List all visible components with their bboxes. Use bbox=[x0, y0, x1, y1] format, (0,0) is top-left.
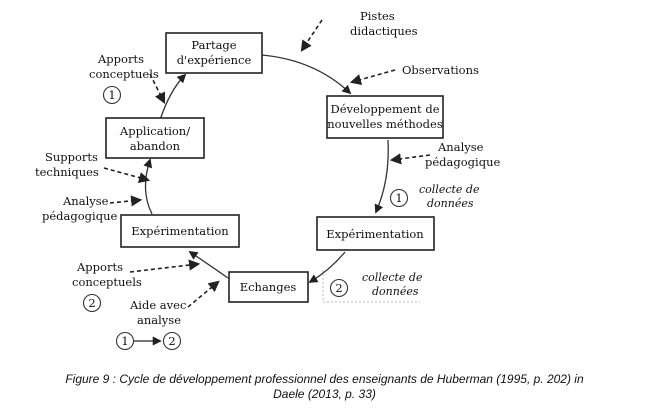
annotation-apports-bottom-line1: Apports bbox=[76, 260, 123, 274]
annotation-aide: Aide avec analyse bbox=[129, 280, 220, 327]
badge-bottom-left-circle bbox=[82, 293, 102, 313]
node-experimentation-left-label: Expérimentation bbox=[131, 224, 229, 238]
annotation-apports-top-line2: conceptuels bbox=[89, 67, 159, 81]
annotation-collecte-2: 2 collecte de données bbox=[322, 270, 423, 303]
annotation-supports-line1: Supports bbox=[45, 150, 98, 164]
annotation-pistes: Pistes didactiques bbox=[300, 9, 418, 52]
legend-from-label: 1 bbox=[121, 334, 128, 348]
figure-caption-line1: Figure 9 : Cycle de développement profes… bbox=[65, 372, 584, 386]
node-experimentation-right-label: Expérimentation bbox=[326, 227, 424, 241]
annotation-collecte-2-line1: collecte de bbox=[362, 271, 423, 284]
node-partage: Partage d'expérience bbox=[165, 32, 263, 74]
arc-partage-to-developpement bbox=[261, 54, 352, 95]
badge-right-circle bbox=[389, 188, 409, 208]
arc-developpement-to-experimentation bbox=[374, 139, 389, 214]
annotation-collecte-2-line2: données bbox=[372, 285, 419, 298]
arrow-analyse-right bbox=[389, 153, 431, 165]
annotation-observations: Observations bbox=[349, 63, 479, 85]
badge-collecte-2-label: 2 bbox=[335, 281, 342, 295]
cycle-arcs bbox=[143, 54, 389, 283]
annotation-aide-line1: Aide avec bbox=[129, 298, 186, 312]
annotation-apports-top-line1: Apports bbox=[97, 52, 144, 66]
legend-sequence: 1 2 bbox=[115, 331, 182, 351]
annotation-analyse-left-line2: pédagogique bbox=[42, 209, 117, 223]
legend-to-label: 2 bbox=[168, 334, 175, 348]
node-partage-line2: d'expérience bbox=[177, 53, 252, 67]
node-experimentation-left: Expérimentation bbox=[120, 214, 240, 248]
legend-from-circle bbox=[115, 331, 135, 351]
annotation-analyse-right: Analyse pédagogique bbox=[389, 140, 500, 169]
node-developpement-line2: nouvelles méthodes bbox=[327, 117, 443, 131]
badge-top-circle bbox=[102, 85, 122, 105]
node-partage-line1: Partage bbox=[191, 38, 236, 52]
node-application: Application/ abandon bbox=[105, 117, 205, 159]
annotation-apports-bottom-line2: conceptuels bbox=[72, 275, 142, 289]
annotation-analyse-right-line1: Analyse bbox=[437, 140, 484, 154]
arrow-supports bbox=[103, 167, 151, 184]
annotation-analyse-left: Analyse pédagogique bbox=[42, 194, 143, 223]
annotation-supports-line2: techniques bbox=[35, 165, 99, 179]
annotation-collecte-1-line1: collecte de bbox=[419, 183, 480, 196]
node-developpement-line1: Développement de bbox=[330, 102, 439, 116]
arc-experimentation-to-echanges bbox=[308, 251, 346, 283]
node-echanges: Echanges bbox=[228, 271, 309, 303]
annotation-analyse-left-line1: Analyse bbox=[62, 194, 109, 208]
arc-application-to-partage bbox=[159, 73, 187, 121]
annotation-supports: Supports techniques bbox=[35, 150, 151, 184]
arrow-aide bbox=[187, 280, 220, 308]
annotation-observations-label: Observations bbox=[402, 63, 479, 77]
annotation-aide-line2: analyse bbox=[137, 313, 181, 327]
annotation-pistes-line1: Pistes bbox=[360, 9, 395, 23]
figure-caption: Figure 9 : Cycle de développement profes… bbox=[0, 372, 649, 402]
node-developpement: Développement de nouvelles méthodes bbox=[326, 95, 444, 139]
arc-experimentation-to-application bbox=[143, 158, 153, 215]
arrow-pistes bbox=[300, 19, 323, 52]
badge-collecte-2-circle bbox=[329, 278, 349, 298]
annotation-apports-top: Apports conceptuels 1 bbox=[89, 52, 166, 105]
figure-caption-line2: Daele (2013, p. 33) bbox=[273, 387, 376, 401]
annotation-apports-bottom: Apports conceptuels 2 bbox=[72, 259, 201, 313]
node-experimentation-right: Expérimentation bbox=[316, 216, 435, 251]
badge-right-label: 1 bbox=[395, 191, 402, 205]
legend-to-circle bbox=[162, 331, 182, 351]
arrow-apports-top bbox=[149, 73, 166, 105]
annotation-pistes-line2: didactiques bbox=[350, 24, 418, 38]
badge-top-label: 1 bbox=[108, 88, 115, 102]
annotation-collecte-1-line2: données bbox=[427, 197, 474, 210]
arrow-observations bbox=[349, 69, 396, 85]
arrow-analyse-left bbox=[109, 195, 143, 207]
arrow-apports-bottom bbox=[129, 259, 201, 273]
badge-bottom-left-label: 2 bbox=[88, 296, 95, 310]
node-echanges-label: Echanges bbox=[240, 280, 297, 294]
node-application-line1: Application/ bbox=[119, 124, 190, 138]
annotation-collecte-1: 1 collecte de données bbox=[389, 183, 480, 210]
annotation-analyse-right-line2: pédagogique bbox=[425, 155, 500, 169]
arc-echanges-to-experimentation bbox=[188, 250, 229, 279]
node-application-line2: abandon bbox=[130, 139, 181, 153]
